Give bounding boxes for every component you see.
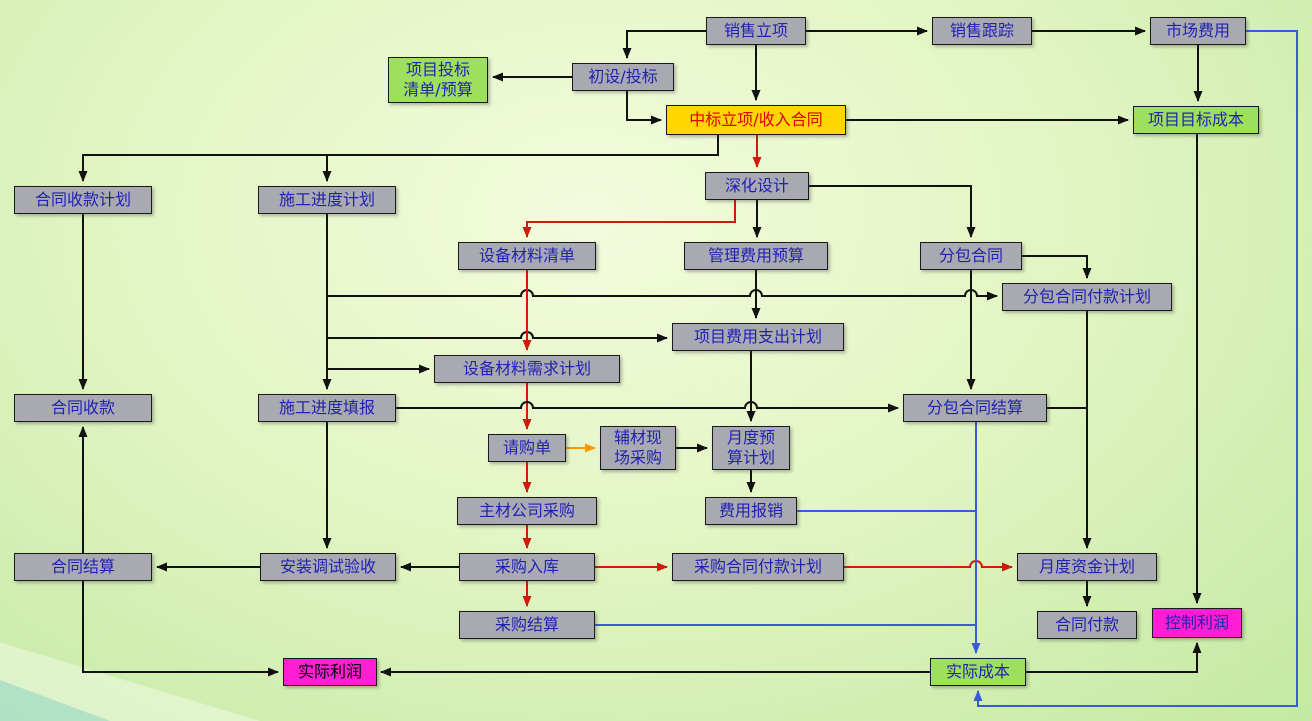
node-label: 分包合同结算	[926, 398, 1023, 417]
node-actual-cost: 实际成本	[930, 658, 1026, 686]
node-installation-test-acceptance: 安装调试验收	[260, 553, 396, 581]
node-label: 分包合同付款计划	[1022, 287, 1151, 306]
edge-sales-initiation-to-initial-design	[622, 30, 706, 59]
node-aux-material-site-purchase: 辅材现 场采购	[600, 426, 676, 470]
node-equipment-material-list: 设备材料清单	[458, 242, 596, 270]
node-label: 合同结算	[50, 557, 115, 576]
node-label: 项目费用支出计划	[693, 327, 822, 346]
node-label: 管理费用预算	[707, 246, 804, 265]
edge-schedule-to-expense-plan	[327, 331, 668, 343]
node-construction-schedule-plan: 施工进度计划	[258, 186, 396, 214]
node-subcontract-payment-plan: 分包合同付款计划	[1002, 283, 1172, 311]
node-purchase-settlement: 采购结算	[459, 611, 595, 639]
node-contract-payment: 合同付款	[1037, 611, 1137, 639]
node-label: 合同付款	[1054, 615, 1119, 634]
edge-progress-report-to-subcontract-settlement	[396, 401, 899, 413]
node-market-expense: 市场费用	[1150, 17, 1246, 45]
edge-purchase-payment-plan-to-fund-plan	[844, 560, 1013, 572]
node-subcontract-settlement: 分包合同结算	[903, 394, 1047, 422]
node-project-expense-plan: 项目费用支出计划	[672, 323, 844, 351]
node-label: 合同收款	[50, 398, 115, 417]
node-label: 主材公司采购	[478, 501, 575, 520]
node-project-target-cost: 项目目标成本	[1133, 106, 1259, 134]
node-construction-progress-report: 施工进度填报	[258, 394, 396, 422]
node-label: 采购结算	[494, 615, 559, 634]
node-label: 实际成本	[945, 662, 1010, 681]
node-label: 费用报销	[718, 501, 783, 520]
node-label: 控制利润	[1164, 613, 1229, 632]
node-actual-profit: 实际利润	[283, 658, 377, 686]
node-label: 月度资金计划	[1038, 557, 1135, 576]
node-label: 市场费用	[1165, 21, 1230, 40]
node-label: 设备材料需求计划	[462, 359, 591, 378]
edge-initial-design-to-win-bid	[626, 91, 662, 125]
node-label: 月度预 算计划	[726, 428, 775, 467]
node-win-bid-income-contract: 中标立项/收入合同	[666, 105, 846, 135]
node-purchase-contract-payment-plan: 采购合同付款计划	[672, 553, 844, 581]
node-detailed-design: 深化设计	[705, 172, 809, 200]
node-label: 项目目标成本	[1147, 110, 1244, 129]
node-label: 销售跟踪	[949, 21, 1014, 40]
node-monthly-fund-plan: 月度资金计划	[1017, 553, 1157, 581]
node-label: 项目投标 清单/预算	[403, 60, 473, 99]
node-bid-list-budget: 项目投标 清单/预算	[388, 57, 488, 103]
node-sales-tracking: 销售跟踪	[932, 17, 1032, 45]
node-label: 采购入库	[494, 557, 559, 576]
edge-detailed-design-to-material-list	[522, 200, 736, 238]
node-monthly-budget-plan: 月度预 算计划	[712, 426, 790, 470]
node-label: 实际利润	[297, 662, 362, 681]
node-contract-receipt-plan: 合同收款计划	[14, 186, 152, 214]
node-contract-receipt: 合同收款	[14, 394, 152, 422]
node-label: 辅材现 场采购	[613, 428, 662, 467]
node-initial-design-bid: 初设/投标	[572, 63, 674, 91]
edge-subcontract-to-payment-plan	[1022, 255, 1092, 279]
node-purchase-request: 请购单	[488, 434, 566, 462]
edge-market-expense-to-actual-cost	[973, 30, 1298, 707]
node-expense-reimbursement: 费用报销	[705, 497, 797, 525]
node-sales-initiation: 销售立项	[706, 17, 806, 45]
node-label: 采购合同付款计划	[693, 557, 822, 576]
node-purchase-inbound: 采购入库	[459, 553, 595, 581]
node-label: 合同收款计划	[34, 190, 131, 209]
edge-contract-settlement-to-actual-profit	[82, 581, 279, 677]
node-label: 设备材料清单	[478, 246, 575, 265]
node-profit-control: 控制利润	[1152, 608, 1242, 638]
node-main-material-company-purchase: 主材公司采购	[457, 497, 597, 525]
node-label: 安装调试验收	[279, 557, 376, 576]
node-management-fee-budget: 管理费用预算	[684, 242, 828, 270]
node-contract-settlement: 合同结算	[14, 553, 152, 581]
edge-win-bid-to-receipt-plan	[78, 135, 719, 182]
node-label: 初设/投标	[588, 67, 658, 86]
edge-actual-cost-to-profit-control	[1026, 642, 1202, 673]
node-subcontract: 分包合同	[920, 242, 1022, 270]
node-label: 施工进度填报	[278, 398, 375, 417]
node-material-demand-plan: 设备材料需求计划	[434, 355, 620, 383]
node-label: 施工进度计划	[278, 190, 375, 209]
node-label: 中标立项/收入合同	[689, 110, 823, 129]
edge-detailed-design-to-subcontract	[809, 185, 976, 238]
node-label: 深化设计	[724, 176, 789, 195]
node-label: 请购单	[502, 438, 551, 457]
edge-schedule-to-subcontract-payment-plan	[327, 289, 998, 301]
node-label: 分包合同	[938, 246, 1003, 265]
node-label: 销售立项	[723, 21, 788, 40]
